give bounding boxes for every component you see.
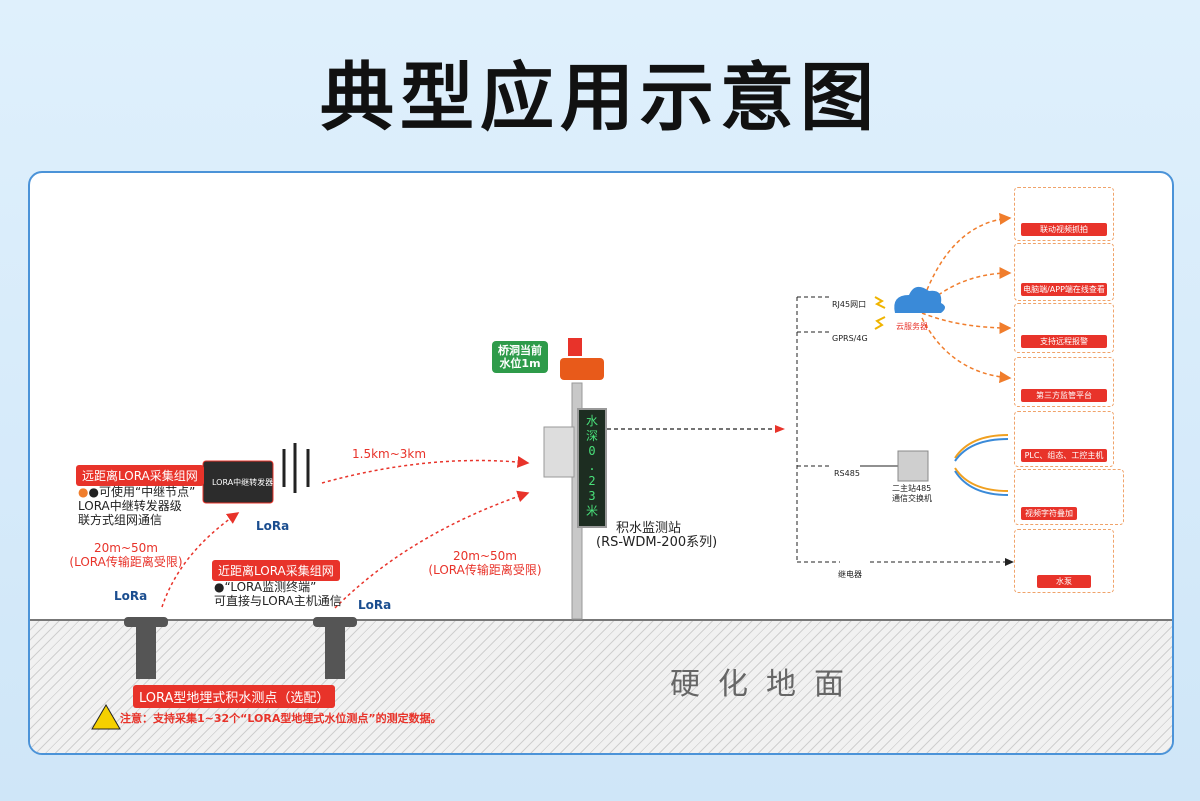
gprs-label: GPRS/4G xyxy=(832,334,868,343)
station-model: (RS-WDM-200系列) xyxy=(596,535,718,550)
sensor-1-cap xyxy=(124,617,168,627)
lora-logo-2: LoRa xyxy=(114,589,148,603)
switch-label-2: 通信交换机 xyxy=(892,494,932,503)
card-remote-alarm: 支持远程报警 xyxy=(1014,303,1114,353)
warning-triangle xyxy=(91,704,121,730)
sensor-1-body xyxy=(136,625,156,679)
cloud-label: 云服务器 xyxy=(896,322,928,331)
water-level-bubble: 桥洞当前 水位1m xyxy=(492,341,548,373)
lora-logo-3: LoRa xyxy=(358,598,392,612)
near-desc-1: ●“LORA监测终端” xyxy=(214,580,317,594)
sensor-2-body xyxy=(325,625,345,679)
cloud-shape xyxy=(894,286,945,313)
card-video-capture: 联动视频抓拍 xyxy=(1014,187,1114,241)
near-desc-2: 可直接与LORA主机通信 xyxy=(214,594,342,608)
far-desc-3: 联方式组网通信 xyxy=(78,513,163,527)
alarm-speaker xyxy=(560,358,604,380)
range-mid: 20m~50m xyxy=(453,549,517,563)
range-left-note: (LORA传输距离受限) xyxy=(69,555,183,569)
switch-label-1: 二主站485 xyxy=(892,484,932,493)
alarm-light xyxy=(568,338,582,356)
switch-device xyxy=(897,450,929,482)
link-sensor2-station xyxy=(334,490,530,609)
far-network-tag: 远距离LORA采集组网 xyxy=(76,465,204,486)
diagram-panel: 硬化地面 xyxy=(28,171,1174,755)
rs485-label: RS485 xyxy=(834,469,860,478)
card-plc: PLC、组态、工控主机 xyxy=(1014,411,1114,467)
warning-text: 注意：支持采集1~32个“LORA型地埋式水位测点”的测定数据。 xyxy=(120,712,442,725)
card-video-overlay: 视频字符叠加 xyxy=(1014,469,1124,525)
range-left: 20m~50m xyxy=(94,541,158,555)
far-desc-1: ●●可使用“中继节点” xyxy=(78,485,196,499)
link-sensor1-repeater xyxy=(161,512,240,608)
sensor-tag: LORA型地埋式积水测点（选配） xyxy=(133,685,336,708)
station-box xyxy=(543,426,575,478)
card-online-view: 电脑端/APP端在线查看 xyxy=(1014,243,1114,301)
relay-label: 继电器 xyxy=(838,570,862,579)
ground-label: 硬化地面 xyxy=(670,667,862,702)
near-network-tag: 近距离LORA采集组网 xyxy=(212,560,340,581)
far-desc-2: LORA中继转发器级 xyxy=(78,499,182,513)
repeater-label: LORA中继转发器 xyxy=(212,478,274,487)
lora-logo-1: LoRa xyxy=(256,519,290,533)
range-top: 1.5km~3km xyxy=(352,447,427,461)
range-mid-note: (LORA传输距离受限) xyxy=(428,563,542,577)
sensor-2-cap xyxy=(313,617,357,627)
rj45-label: RJ45网口 xyxy=(832,300,867,309)
card-third-party: 第三方监管平台 xyxy=(1014,357,1114,407)
page-title: 典型应用示意图 xyxy=(320,55,880,141)
link-repeater-station xyxy=(321,455,530,484)
led-display: 水 深 0 . 2 3 米 xyxy=(577,408,607,528)
station-name: 积水监测站 xyxy=(616,521,682,536)
card-pump: 水泵 xyxy=(1014,529,1114,593)
